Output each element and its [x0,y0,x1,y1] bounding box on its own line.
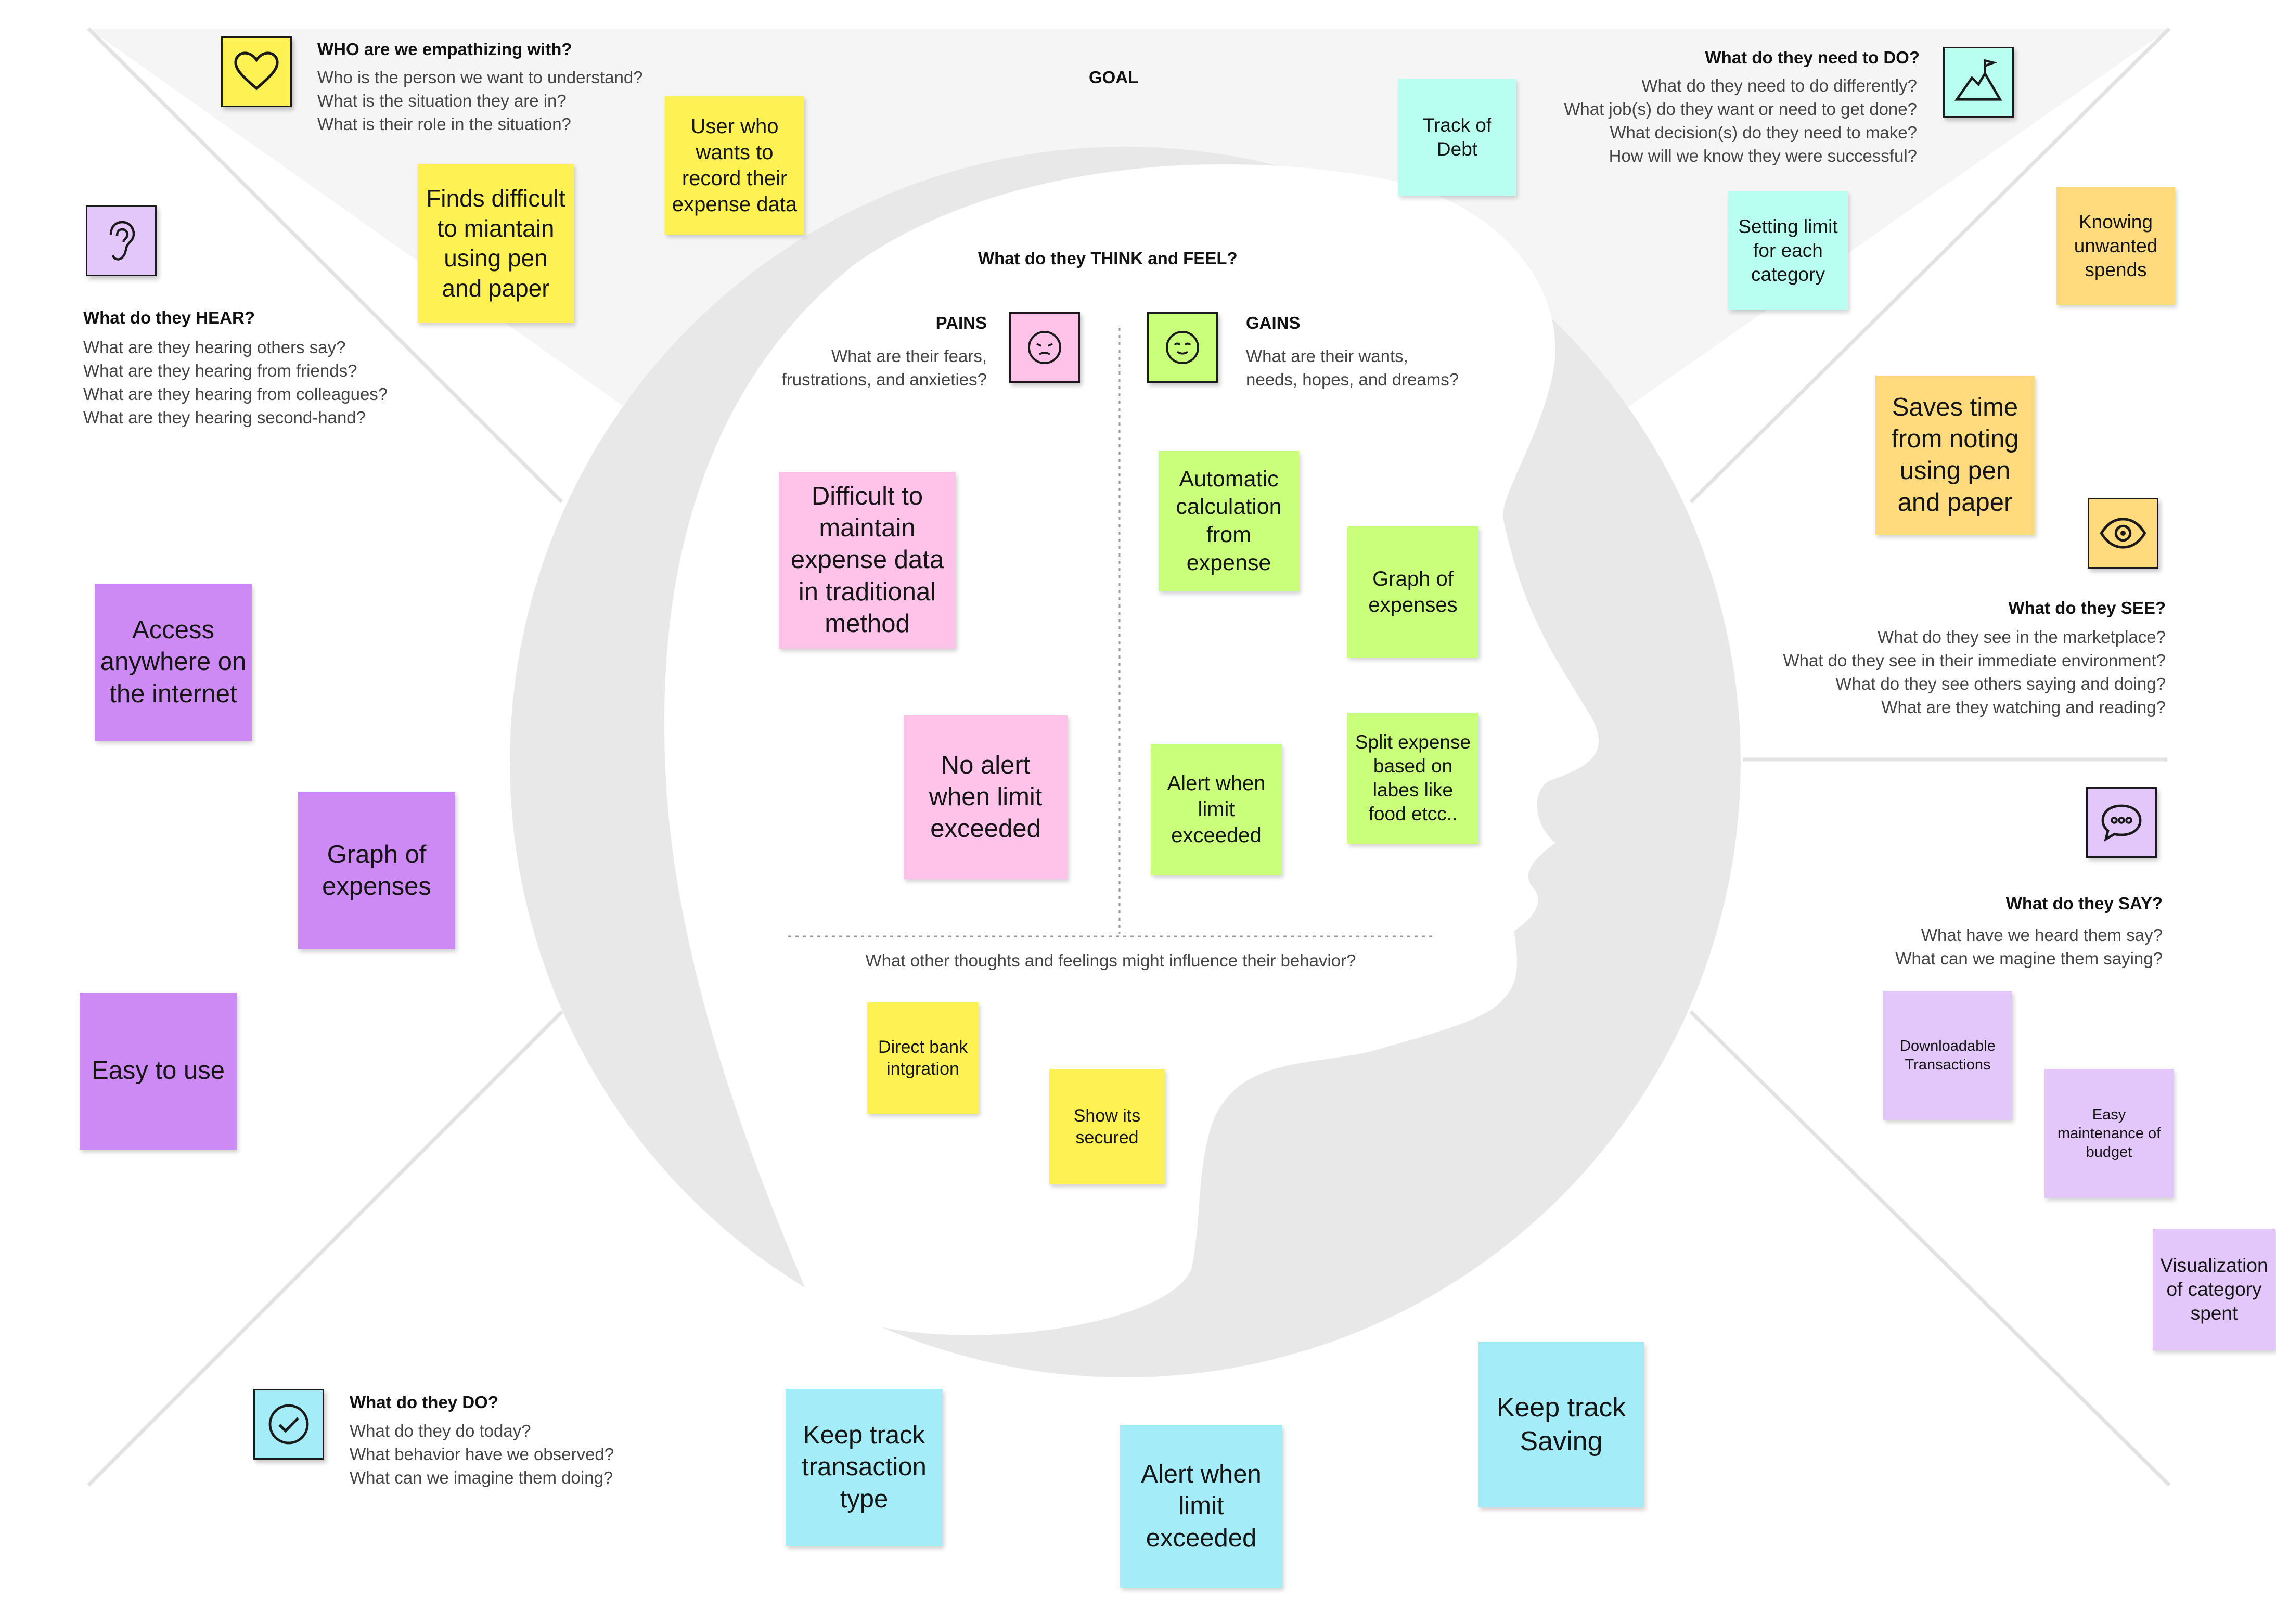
heart-icon [234,51,279,91]
hear-question: What are they hearing from friends? [83,361,357,380]
pains-icon-box [1009,312,1080,383]
need-question: What job(s) do they want or need to get … [1564,99,1917,119]
pains-question: What are their fears, [831,346,987,366]
think-title: What do they THINK and FEEL? [978,249,1238,268]
see-question: What do they see in the marketplace? [1878,627,2166,647]
hear-title: What do they HEAR? [83,308,255,327]
divider-bottom-left [87,1010,563,1487]
gains-icon-box [1147,312,1218,383]
divider-top-right [1689,27,2171,504]
who-title: WHO are we empathizing with? [317,40,572,59]
see-question: What do they see others saying and doing… [1835,674,2166,693]
sticky-note[interactable]: Difficult to maintain expense data in tr… [779,472,956,649]
sticky-note[interactable]: Automatic calculation from expense [1159,451,1299,591]
who-question: What is the situation they are in? [317,91,567,110]
sticky-note[interactable]: Split expense based on labes like food e… [1347,713,1478,844]
say-question: What have we heard them say? [1921,925,2163,945]
sticky-note[interactable]: Setting limit for each category [1728,191,1848,310]
do-icon-box [253,1389,324,1460]
sticky-note[interactable]: Alert when limit exceeded [1120,1425,1282,1588]
hear-question: What are they hearing from colleagues? [83,384,388,404]
eye-icon [2100,518,2146,549]
need-questions: What do they need to do differently? Wha… [1564,74,1917,167]
divider-top-left [87,27,563,504]
pains-questions: What are their fears, frustrations, and … [782,344,987,391]
gains-question: What are their wants, [1246,346,1408,366]
sticky-note[interactable]: Graph of expenses [1347,526,1478,658]
sticky-note[interactable]: Graph of expenses [298,792,455,949]
sticky-note[interactable]: Downloadable Transactions [1883,991,2012,1120]
sticky-note[interactable]: User who wants to record their expense d… [665,96,804,235]
pains-title: PAINS [935,313,987,332]
hear-question: What are they hearing others say? [83,338,346,357]
sticky-note[interactable]: No alert when limit exceeded [904,715,1068,879]
goal-label: GOAL [1089,68,1139,87]
gains-question: needs, hopes, and dreams? [1246,370,1459,389]
sticky-note[interactable]: Track of Debt [1398,79,1516,196]
speech-bubble-icon [2101,804,2142,842]
thoughts-question: What other thoughts and feelings might i… [865,951,1356,970]
do-question: What behavior have we observed? [350,1445,614,1464]
sticky-note[interactable]: Access anywhere on the internet [95,584,252,741]
gains-title: GAINS [1246,313,1301,332]
divider-bottom-right [1689,1010,2171,1487]
sticky-note[interactable]: Direct bank intgration [867,1002,979,1114]
sticky-note[interactable]: Visualization of category spent [2153,1229,2275,1350]
ear-icon [109,221,135,261]
pains-question: frustrations, and anxieties? [781,370,987,389]
happy-face-icon [1166,331,1199,364]
see-title: What do they SEE? [2008,598,2166,617]
say-question: What can we magine them saying? [1895,949,2163,968]
sticky-note[interactable]: Easy maintenance of budget [2044,1069,2174,1198]
do-question: What do they do today? [350,1421,531,1440]
who-question: Who is the person we want to understand? [317,68,643,87]
hear-questions: What are they hearing others say? What a… [83,336,388,429]
need-icon-box [1943,47,2014,118]
do-questions: What do they do today? What behavior hav… [350,1419,614,1489]
sticky-note[interactable]: Knowing unwanted spends [2056,187,2175,305]
sticky-note[interactable]: Finds difficult to miantain using pen an… [418,164,574,323]
do-title: What do they DO? [350,1393,498,1412]
see-question: What do they see in their immediate envi… [1783,651,2166,670]
hear-icon-box [86,205,157,276]
see-questions: What do they see in the marketplace? Wha… [1783,625,2166,719]
see-question: What are they watching and reading? [1881,698,2166,717]
need-question: How will we know they were successful? [1609,146,1917,165]
need-title: What do they need to DO? [1705,48,1920,67]
mountain-flag-icon [1954,59,2002,101]
do-question: What can we imagine them doing? [350,1468,613,1487]
who-questions: Who is the person we want to understand?… [317,66,643,136]
see-icon-box [2088,498,2158,569]
gains-questions: What are their wants, needs, hopes, and … [1246,344,1459,391]
need-question: What decision(s) do they need to make? [1610,123,1917,142]
sticky-note[interactable]: Show its secured [1049,1069,1165,1184]
say-title: What do they SAY? [2005,894,2163,913]
sad-face-icon [1028,331,1061,364]
say-questions: What have we heard them say? What can we… [1895,923,2163,970]
sticky-note[interactable]: Easy to use [80,993,237,1150]
check-circle-icon [268,1404,309,1445]
hear-question: What are they hearing second-hand? [83,408,366,427]
sticky-note[interactable]: Keep track Saving [1478,1342,1644,1507]
who-icon-box [221,36,292,107]
need-question: What do they need to do differently? [1641,76,1917,95]
sticky-note[interactable]: Alert when limit exceeded [1151,744,1282,875]
who-question: What is their role in the situation? [317,114,571,134]
sticky-note[interactable]: Saves time from noting using pen and pap… [1875,376,2035,535]
sticky-note[interactable]: Keep track transaction type [786,1389,943,1546]
say-icon-box [2086,787,2157,858]
